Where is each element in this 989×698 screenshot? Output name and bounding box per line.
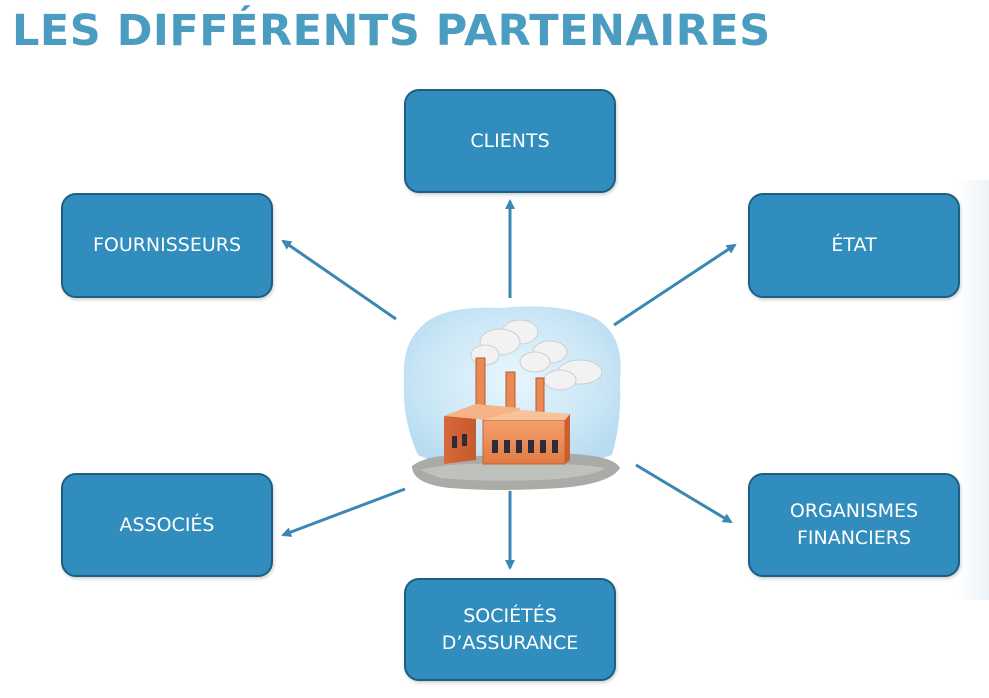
arrow-to-organismes [635, 463, 733, 524]
node-etat-label: ÉTAT [831, 234, 877, 256]
node-associes: ASSOCIÉS [61, 473, 273, 577]
node-clients: CLIENTS [404, 89, 616, 193]
node-organismes-label: ORGANISMES FINANCIERS [789, 500, 919, 549]
factory-icon [403, 306, 621, 490]
arrow-to-fournisseurs [281, 239, 397, 321]
node-fournisseurs: FOURNISSEURS [61, 193, 273, 298]
node-clients-label: CLIENTS [470, 129, 550, 152]
node-etat: ÉTAT [748, 193, 960, 298]
node-societes-assurance: SOCIÉTÉS D’ASSURANCE [404, 578, 616, 681]
decorative-edge-shade [959, 180, 989, 600]
arrow-to-etat [613, 243, 737, 327]
node-societes-label: SOCIÉTÉS D’ASSURANCE [441, 604, 579, 654]
arrows [281, 199, 737, 570]
node-organismes-financiers: ORGANISMES FINANCIERS [748, 473, 960, 577]
page-title: LES DIFFÉRENTS PARTENAIRES [12, 6, 771, 56]
arrow-to-associes [281, 487, 406, 537]
node-associes-label: ASSOCIÉS [119, 513, 215, 536]
node-fournisseurs-label: FOURNISSEURS [92, 234, 242, 256]
